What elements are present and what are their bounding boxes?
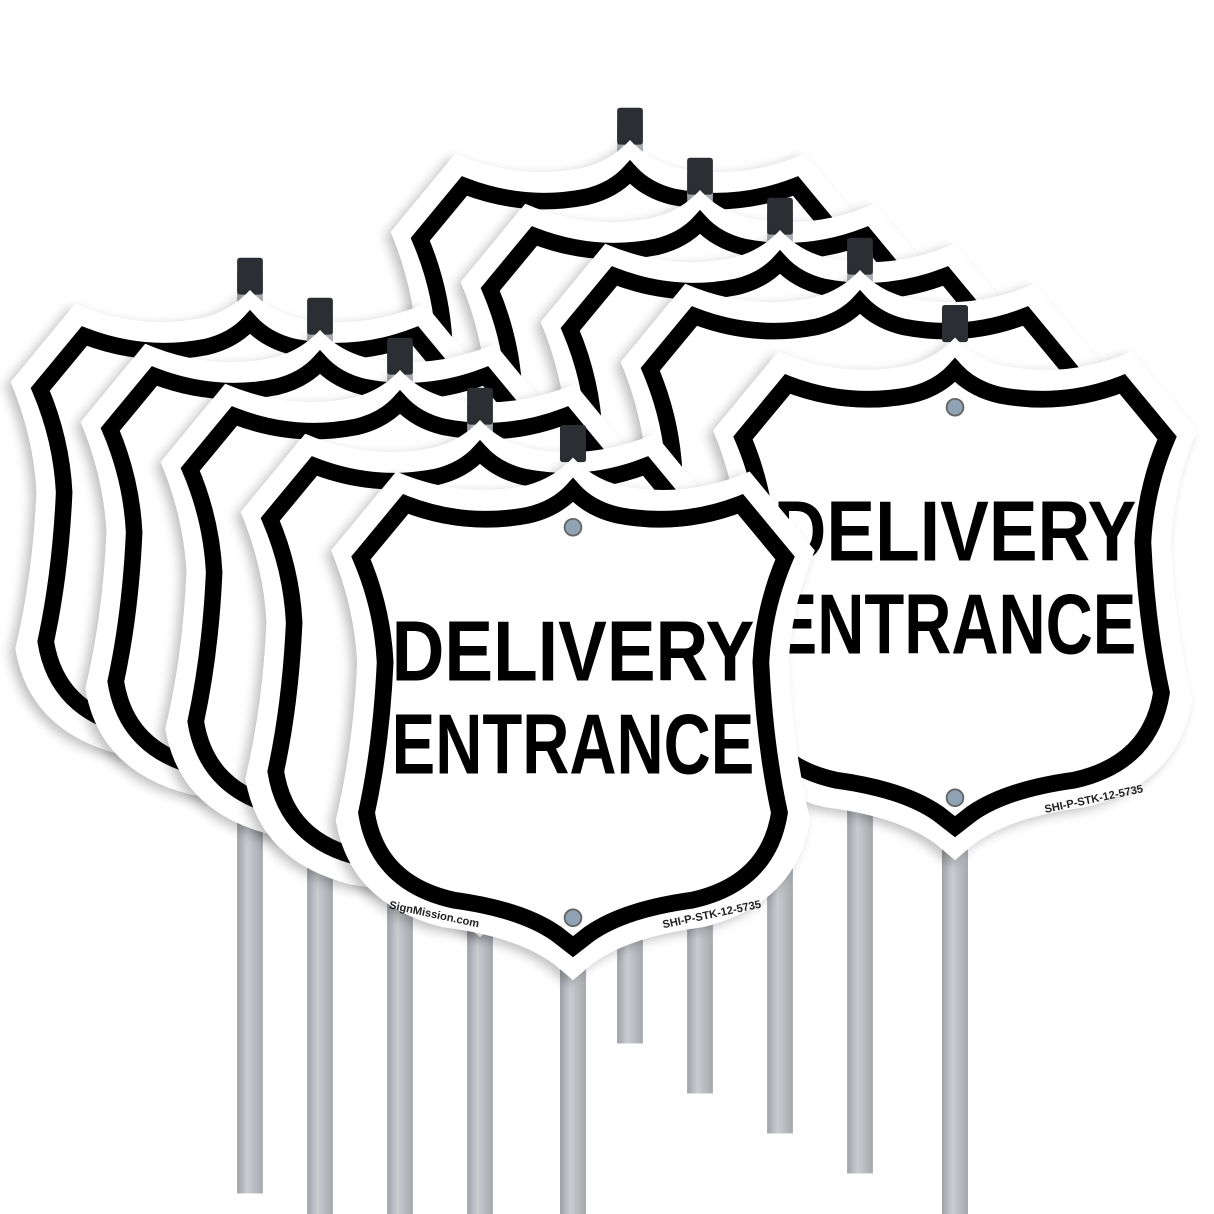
- sign-line1: DELIVERY: [774, 485, 1137, 580]
- sign-line2: ENTRANCE: [774, 578, 1137, 673]
- screw-icon: [563, 517, 583, 537]
- screw-icon: [563, 908, 583, 928]
- sign-line1: DELIVERY: [392, 605, 755, 700]
- sign-line2: ENTRANCE: [392, 698, 755, 793]
